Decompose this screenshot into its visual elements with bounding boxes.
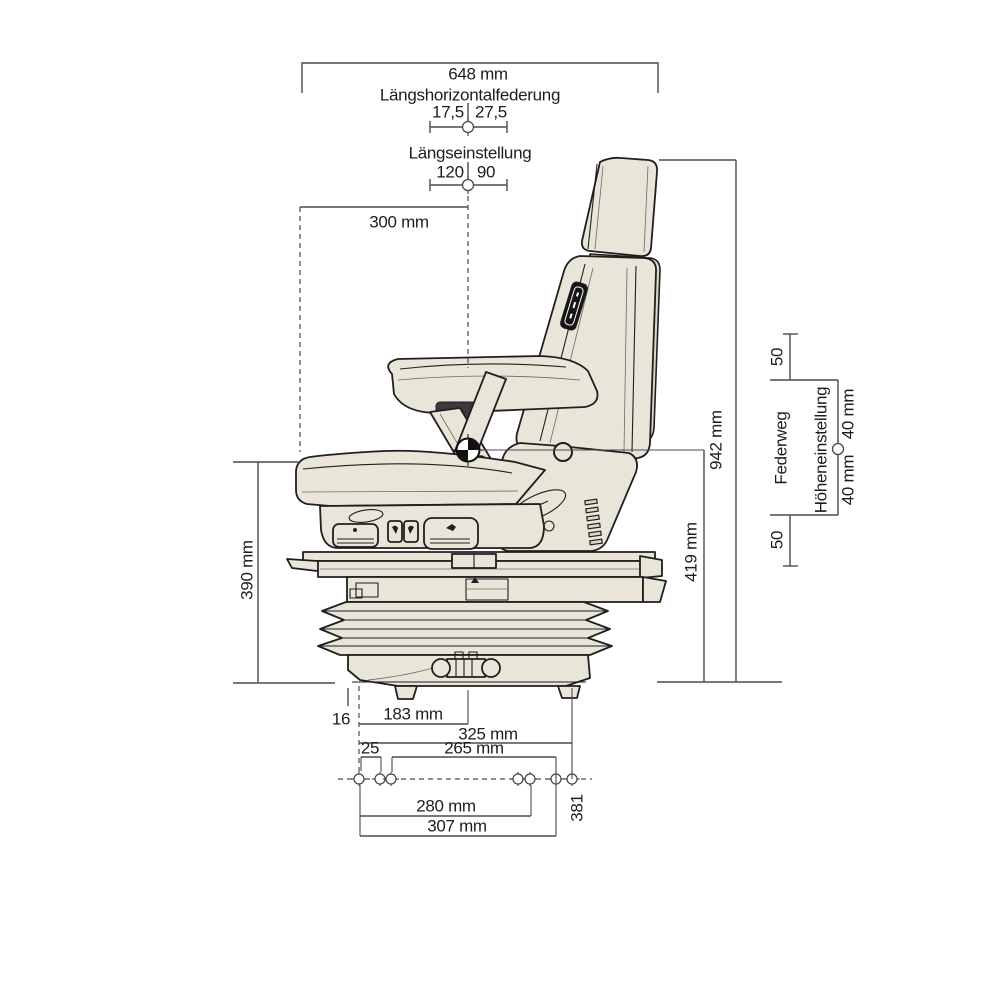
- seat-cushion: [295, 449, 546, 507]
- travel-bottom-value: 50: [768, 531, 787, 549]
- dim-325-label: 325 mm: [458, 725, 518, 744]
- seat-glyph-icon: [446, 524, 456, 531]
- brand-label: [560, 281, 588, 331]
- pivot-bolt: [553, 442, 573, 462]
- sip-marker-icon: [452, 434, 484, 466]
- offset-16-value: 16: [332, 710, 350, 729]
- dim-25-label: 25: [361, 739, 379, 758]
- seat-frame-controls: [319, 503, 545, 550]
- dim-total-width-label: 648 mm: [448, 65, 508, 84]
- horizontal-suspension-label: Längshorizontalfederung: [380, 86, 560, 105]
- sip-height-label: 419 mm: [682, 522, 701, 582]
- seat-height-label: 390 mm: [238, 540, 257, 600]
- switch-glyph-icon: [392, 525, 398, 534]
- dim-suspension-travel: 50 50 Federweg Höheneinstellung 40 mm 40…: [768, 333, 858, 567]
- total-height-label: 942 mm: [707, 410, 726, 470]
- seat-illustration: [286, 156, 667, 700]
- dim-backrest-depth: 300 mm: [299, 196, 469, 452]
- dim-280-label: 280 mm: [416, 797, 476, 816]
- height-adjust-up-value: 40 mm: [839, 389, 858, 440]
- mounting-foot: [394, 685, 418, 700]
- lumbar-knob: [348, 509, 384, 523]
- dim-307-label: 307 mm: [427, 817, 487, 836]
- dim-sip-height: 419 mm: [480, 449, 705, 682]
- dim-bottom-chain: 16 183 mm 325 mm 25 265 mm 280 mm: [332, 686, 592, 837]
- rocker-switches: [387, 520, 419, 543]
- seat-headrest: [581, 156, 658, 257]
- switch-glyph-icon: [408, 525, 414, 534]
- suspension-bellows: [317, 601, 613, 656]
- horizontal-suspension-right-value: 27,5: [475, 103, 507, 122]
- left-control-box: [332, 523, 379, 548]
- spring-travel-label: Federweg: [772, 411, 791, 484]
- dim-265-label: 265 mm: [444, 739, 504, 758]
- height-adjust-label: Höheneinstellung: [812, 387, 831, 514]
- travel-top-value: 50: [768, 348, 787, 366]
- fore-aft-left-value: 120: [436, 163, 463, 182]
- release-glyph-icon: [471, 577, 479, 583]
- fore-aft-label: Längseinstellung: [409, 144, 532, 163]
- dim-seat-height: 390 mm: [233, 461, 335, 684]
- dim-381-label: 381: [568, 794, 587, 821]
- backrest-depth-label: 300 mm: [369, 213, 429, 232]
- fore-aft-right-value: 90: [477, 163, 495, 182]
- horizontal-suspension-left-value: 17,5: [432, 103, 464, 122]
- right-control-panel: [423, 517, 479, 550]
- bolt-marker-icon: [521, 771, 539, 787]
- dim-fore-aft-adjustment: Längseinstellung 120 90: [409, 144, 532, 195]
- suspension-box: [346, 576, 667, 603]
- recliner-teeth: [584, 498, 603, 546]
- compressor-unit: [367, 651, 501, 681]
- dim-horizontal-suspension: Längshorizontalfederung 17,5 27,5: [380, 86, 560, 137]
- mounting-foot: [557, 685, 581, 699]
- height-adjust-down-value: 40 mm: [839, 455, 858, 506]
- bolt-marker-icon: [350, 771, 368, 787]
- bolt-marker-icon: [382, 771, 400, 787]
- dim-total-height: 942 mm: [659, 159, 737, 682]
- seat-backrest: [515, 253, 661, 468]
- suspension-platform: [286, 551, 663, 579]
- dim-total-width: 648 mm: [301, 62, 659, 93]
- dim-183-label: 183 mm: [383, 705, 443, 724]
